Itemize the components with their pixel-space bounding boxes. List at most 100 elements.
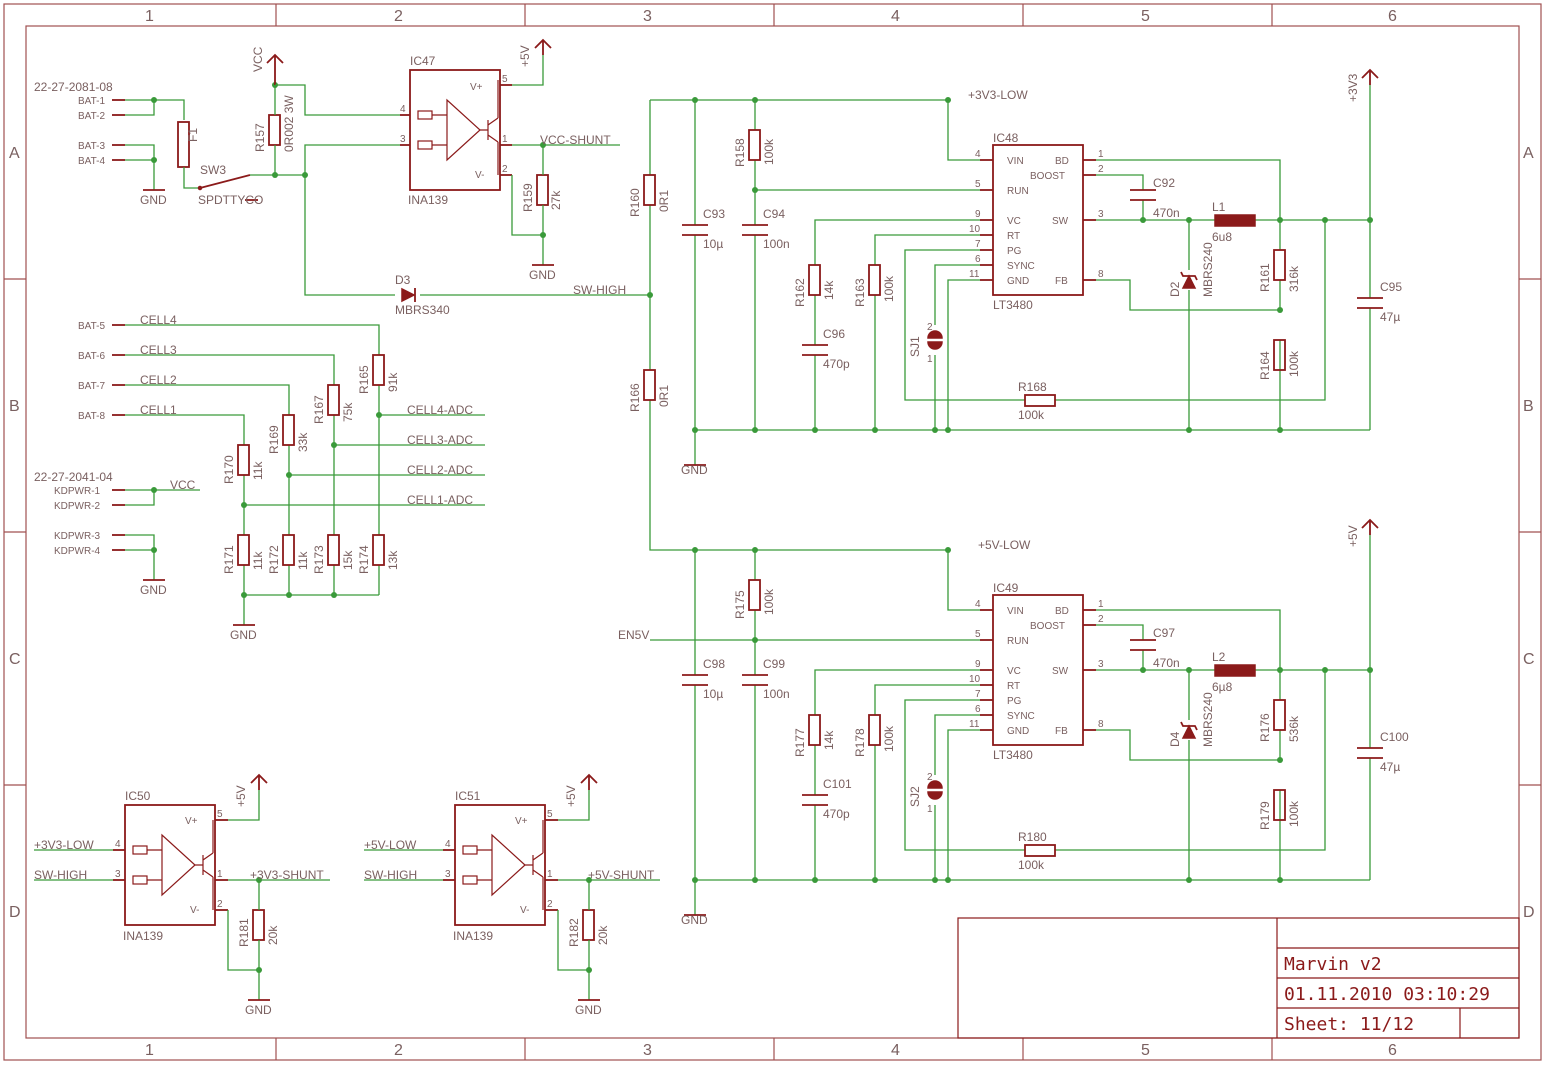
gnd-label: GND (681, 913, 708, 927)
c93-value: 10µ (703, 237, 723, 251)
r177-value: 14k (822, 730, 836, 750)
r164-label: R164 (1258, 351, 1272, 380)
r172-value: 11k (296, 551, 310, 570)
pin-num: 2 (927, 322, 933, 333)
pin-num: 1 (1098, 599, 1104, 610)
pin-num: 2 (1098, 164, 1104, 175)
col-label: 1 (145, 8, 154, 25)
pin-num: 2 (927, 772, 933, 783)
row-label: D (9, 904, 21, 921)
r170-label: R170 (222, 455, 236, 484)
col-label: 2 (394, 1042, 403, 1059)
r170-value: 11k (251, 461, 265, 480)
vcc-shunt-net: VCC-SHUNT (540, 133, 611, 147)
sw-high-net: SW-HIGH (364, 868, 417, 882)
r164-value: 100k (1287, 350, 1301, 377)
r181-label: R181 (237, 918, 251, 947)
ic50-type: INA139 (123, 929, 163, 943)
pin-name: PG (1007, 696, 1022, 707)
cell3-adc-net: CELL3-ADC (407, 433, 473, 447)
p5v-label: +5V (564, 785, 578, 807)
gnd-label: GND (245, 1003, 272, 1017)
l2-value: 6µ8 (1212, 680, 1233, 694)
pin-label: KDPWR-2 (54, 501, 101, 512)
pin-name: RT (1007, 681, 1020, 692)
ic51-label: IC51 (455, 789, 481, 803)
pin-name: BOOST (1030, 171, 1065, 182)
r180-label: R180 (1018, 830, 1047, 844)
r176-label: R176 (1258, 713, 1272, 742)
pin-num: 2 (547, 899, 553, 910)
r174-label: R174 (357, 545, 371, 574)
pin-num: 5 (975, 179, 981, 190)
c97-value: 470n (1153, 656, 1180, 670)
pin-num: 4 (115, 839, 121, 850)
vcc-net: VCC (170, 478, 196, 492)
r171-value: 11k (251, 551, 265, 570)
regulator-5v: +5V-LOW C98 10µ GND R175 100k EN5V C99 1… (618, 518, 1409, 927)
pin-name: RT (1007, 231, 1020, 242)
col-label: 5 (1141, 8, 1150, 25)
pin-num: 3 (115, 869, 121, 880)
f1-label: F1 (186, 128, 200, 142)
r173-label: R173 (312, 545, 326, 574)
d2-value: MBRS240 (1201, 242, 1215, 297)
pin-num: 1 (927, 354, 933, 365)
pin-name: V- (475, 170, 484, 181)
col-label: 6 (1388, 8, 1397, 25)
pin-num: 1 (217, 869, 223, 880)
pin-num: 9 (975, 209, 981, 220)
pin-name: BD (1055, 606, 1069, 617)
ic49-label: IC49 (993, 581, 1019, 595)
pin-label: BAT-4 (78, 156, 105, 167)
vcc-label: VCC (251, 46, 265, 72)
cell-divider-section: BAT-5 BAT-6 BAT-7 BAT-8 CELL4 CELL3 CELL… (34, 313, 485, 642)
sw3-value: SPDTTYCO (198, 193, 263, 207)
gnd-label: GND (140, 193, 167, 207)
pin-num: 3 (1098, 209, 1104, 220)
pin-num: 3 (400, 134, 406, 145)
pin-num: 7 (975, 689, 981, 700)
ic50-current-sense: IC50 INA139 4 3 5 1 2 V+ V- +3V3-LOW SW-… (34, 773, 330, 1017)
ic51-current-sense: IC51 INA139 4 3 5 1 2 V+ V- +5V-LOW SW-H… (364, 773, 660, 1017)
pin-num: 8 (1098, 719, 1104, 730)
ic49-type: LT3480 (993, 748, 1033, 762)
pin-name: V- (520, 905, 529, 916)
r163-value: 100k (882, 275, 896, 302)
col-label: 4 (891, 1042, 900, 1059)
pin-name: V+ (515, 816, 528, 827)
p5v-label: +5V (234, 785, 248, 807)
pin-name: VC (1007, 666, 1021, 677)
pin-num: 8 (1098, 269, 1104, 280)
pin-num: 4 (445, 839, 451, 850)
r162-label: R162 (793, 278, 807, 307)
r157-label: R157 (253, 123, 267, 152)
sj2-label: SJ2 (908, 786, 922, 807)
pin-label: BAT-5 (78, 321, 105, 332)
pin-label: BAT-8 (78, 411, 105, 422)
project-name: Marvin v2 (1284, 954, 1382, 975)
c96-value: 470p (823, 357, 850, 371)
r182-value: 20k (596, 925, 610, 945)
sense-resistors: R160 0R1 R166 0R1 (628, 100, 695, 551)
p5v-label: +5V (518, 45, 532, 67)
col-label: 5 (1141, 1042, 1150, 1059)
pin-num: 9 (975, 659, 981, 670)
c95-value: 47µ (1380, 310, 1400, 324)
gnd-label: GND (681, 463, 708, 477)
r161-label: R161 (1258, 263, 1272, 292)
l2-label: L2 (1212, 650, 1226, 664)
pin-num: 10 (969, 674, 981, 685)
d2-label: D2 (1168, 281, 1182, 297)
r175-value: 100k (762, 588, 776, 615)
grid-labels: 1 2 3 4 5 6 1 2 3 4 5 6 A B C D A B C D (9, 8, 1535, 1059)
r169-value: 33k (296, 432, 310, 452)
r158-label: R158 (733, 138, 747, 167)
p5v-label: +5V (1346, 525, 1360, 547)
c92-value: 470n (1153, 206, 1180, 220)
r167-value: 75k (341, 402, 355, 422)
pin-num: 6 (975, 254, 981, 265)
r169-label: R169 (267, 425, 281, 454)
r178-value: 100k (882, 725, 896, 752)
